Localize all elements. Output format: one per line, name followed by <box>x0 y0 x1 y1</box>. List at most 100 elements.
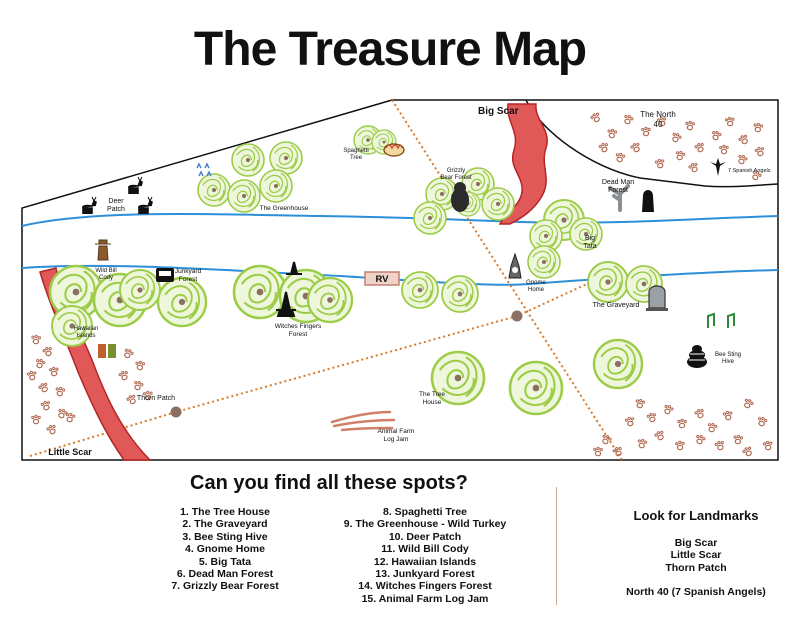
paw-print <box>722 410 734 421</box>
paw-print <box>653 429 667 442</box>
spot-item: 14. Witches Fingers Forest <box>358 580 492 593</box>
tree-cluster <box>592 338 644 390</box>
paw-print <box>606 128 618 139</box>
paw-print <box>754 145 766 158</box>
paw-print <box>37 381 51 394</box>
paw-print <box>737 133 751 146</box>
paw-print <box>121 347 135 360</box>
spot-item: 7. Grizzly Bear Forest <box>171 580 279 593</box>
landmarks-list: Big Scar Little Scar Thorn Patch North 4… <box>606 537 786 599</box>
paw-print <box>132 379 145 392</box>
spot-item: 12. Hawaiian Islands <box>373 555 477 568</box>
paw-print <box>31 414 41 425</box>
spot-item: 5. Big Tata <box>198 555 252 568</box>
paw-print <box>693 407 706 420</box>
spot-item: 6. Dead Man Forest <box>176 568 274 581</box>
little-scar-label: Little Scar <box>48 447 92 457</box>
trail-diagonal <box>391 99 623 461</box>
spots-list-column-2: 8. Spaghetti Tree 9. The Greenhouse - Wi… <box>330 506 520 605</box>
paw-print <box>41 345 54 358</box>
paw-print <box>762 440 774 451</box>
greenhouse-label: The Greenhouse <box>260 205 309 212</box>
paw-print <box>26 370 38 381</box>
witch-icon <box>276 291 296 317</box>
tree-cluster <box>401 271 439 309</box>
rv-sign: RV <box>364 271 400 286</box>
paw-print <box>592 446 604 457</box>
paw-print <box>125 393 139 406</box>
paw-print <box>30 334 42 345</box>
tree-cluster <box>231 143 265 177</box>
paw-print <box>55 407 69 420</box>
paw-print <box>134 360 146 371</box>
paw-print <box>624 415 636 428</box>
paw-print <box>736 153 749 166</box>
spanish-angels-label: 7 Spanish Angels <box>728 168 771 174</box>
paw-print <box>756 415 769 428</box>
north-40-boundary <box>525 99 779 188</box>
paw-print <box>706 421 718 434</box>
cowboy-icon <box>95 239 111 261</box>
paw-print <box>64 411 76 424</box>
paw-print <box>669 131 683 144</box>
tree-cluster <box>441 275 479 313</box>
river-north <box>21 213 779 227</box>
paw-print <box>629 141 643 154</box>
landmark-item: Little Scar <box>670 549 722 562</box>
paw-print <box>661 403 675 416</box>
paw-print <box>674 149 686 162</box>
thorn-patch-label: Thorn Patch <box>137 395 175 402</box>
paw-print <box>117 369 130 382</box>
landmark-item: Big Scar <box>674 537 718 549</box>
spot-item: 9. The Greenhouse - Wild Turkey <box>343 518 507 531</box>
spot-item: 1. The Tree House <box>180 506 270 518</box>
junk-car-icon <box>156 268 174 282</box>
tombstone-icon <box>646 285 668 311</box>
paw-print <box>589 111 603 124</box>
trail-cross <box>29 277 601 457</box>
tree-cluster <box>227 179 261 213</box>
grizzly-bear-icon <box>451 182 469 212</box>
paw-print <box>34 357 47 370</box>
wild-turkey-icon <box>196 162 212 177</box>
paw-print <box>741 445 755 458</box>
paw-print <box>684 120 696 131</box>
landmark-item: North 40 (7 Spanish Angels) <box>626 586 766 599</box>
tree-cluster <box>481 187 515 221</box>
paw-print <box>640 126 652 137</box>
divider <box>556 487 557 605</box>
paw-print <box>654 158 666 169</box>
landmarks-heading: Look for Landmarks <box>633 508 759 523</box>
paw-print <box>693 141 706 154</box>
paw-print <box>732 434 744 445</box>
paw-print <box>677 418 687 429</box>
spot-item: 15. Animal Farm Log Jam <box>361 592 489 605</box>
rv-label: RV <box>375 274 389 285</box>
spot-item: 2. The Graveyard <box>182 518 268 531</box>
spot-item: 11. Wild Bill Cody <box>381 543 469 556</box>
paw-print <box>45 423 59 436</box>
landmark-item: Thorn Patch <box>665 561 727 574</box>
spot-item: 3. Bee Sting Hive <box>182 530 268 543</box>
tree-cluster <box>508 360 564 416</box>
spaghetti-bowl-icon <box>383 143 405 157</box>
question-heading: Can you find all these spots? <box>190 472 468 494</box>
graveyard-label: The Graveyard <box>593 302 640 309</box>
paw-print <box>741 397 755 410</box>
landmark-spacer <box>606 574 786 586</box>
dead-tree-icon <box>608 184 630 212</box>
paw-print <box>611 445 624 458</box>
big-scar <box>498 103 548 225</box>
paw-print <box>614 151 626 164</box>
tree-cluster <box>413 201 447 235</box>
